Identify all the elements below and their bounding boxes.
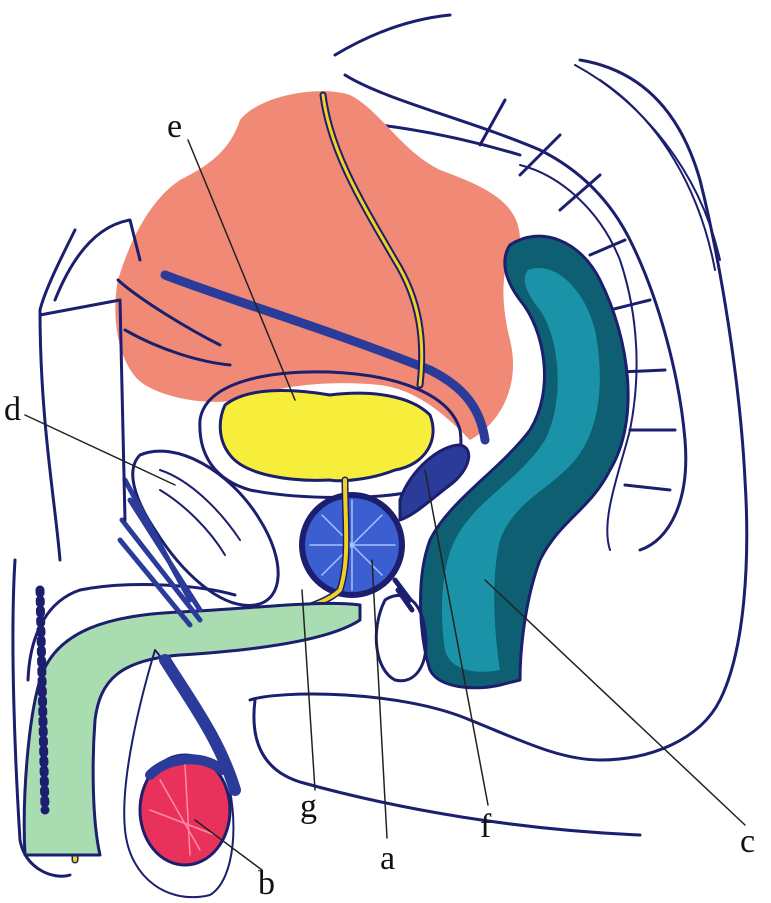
label-a: a (380, 842, 395, 876)
label-e: e (167, 110, 182, 144)
label-b: b (258, 867, 275, 901)
label-c: c (740, 825, 755, 859)
bladder (220, 391, 433, 481)
label-f: f (480, 810, 491, 844)
label-g: g (300, 790, 317, 824)
label-d: d (4, 393, 21, 427)
